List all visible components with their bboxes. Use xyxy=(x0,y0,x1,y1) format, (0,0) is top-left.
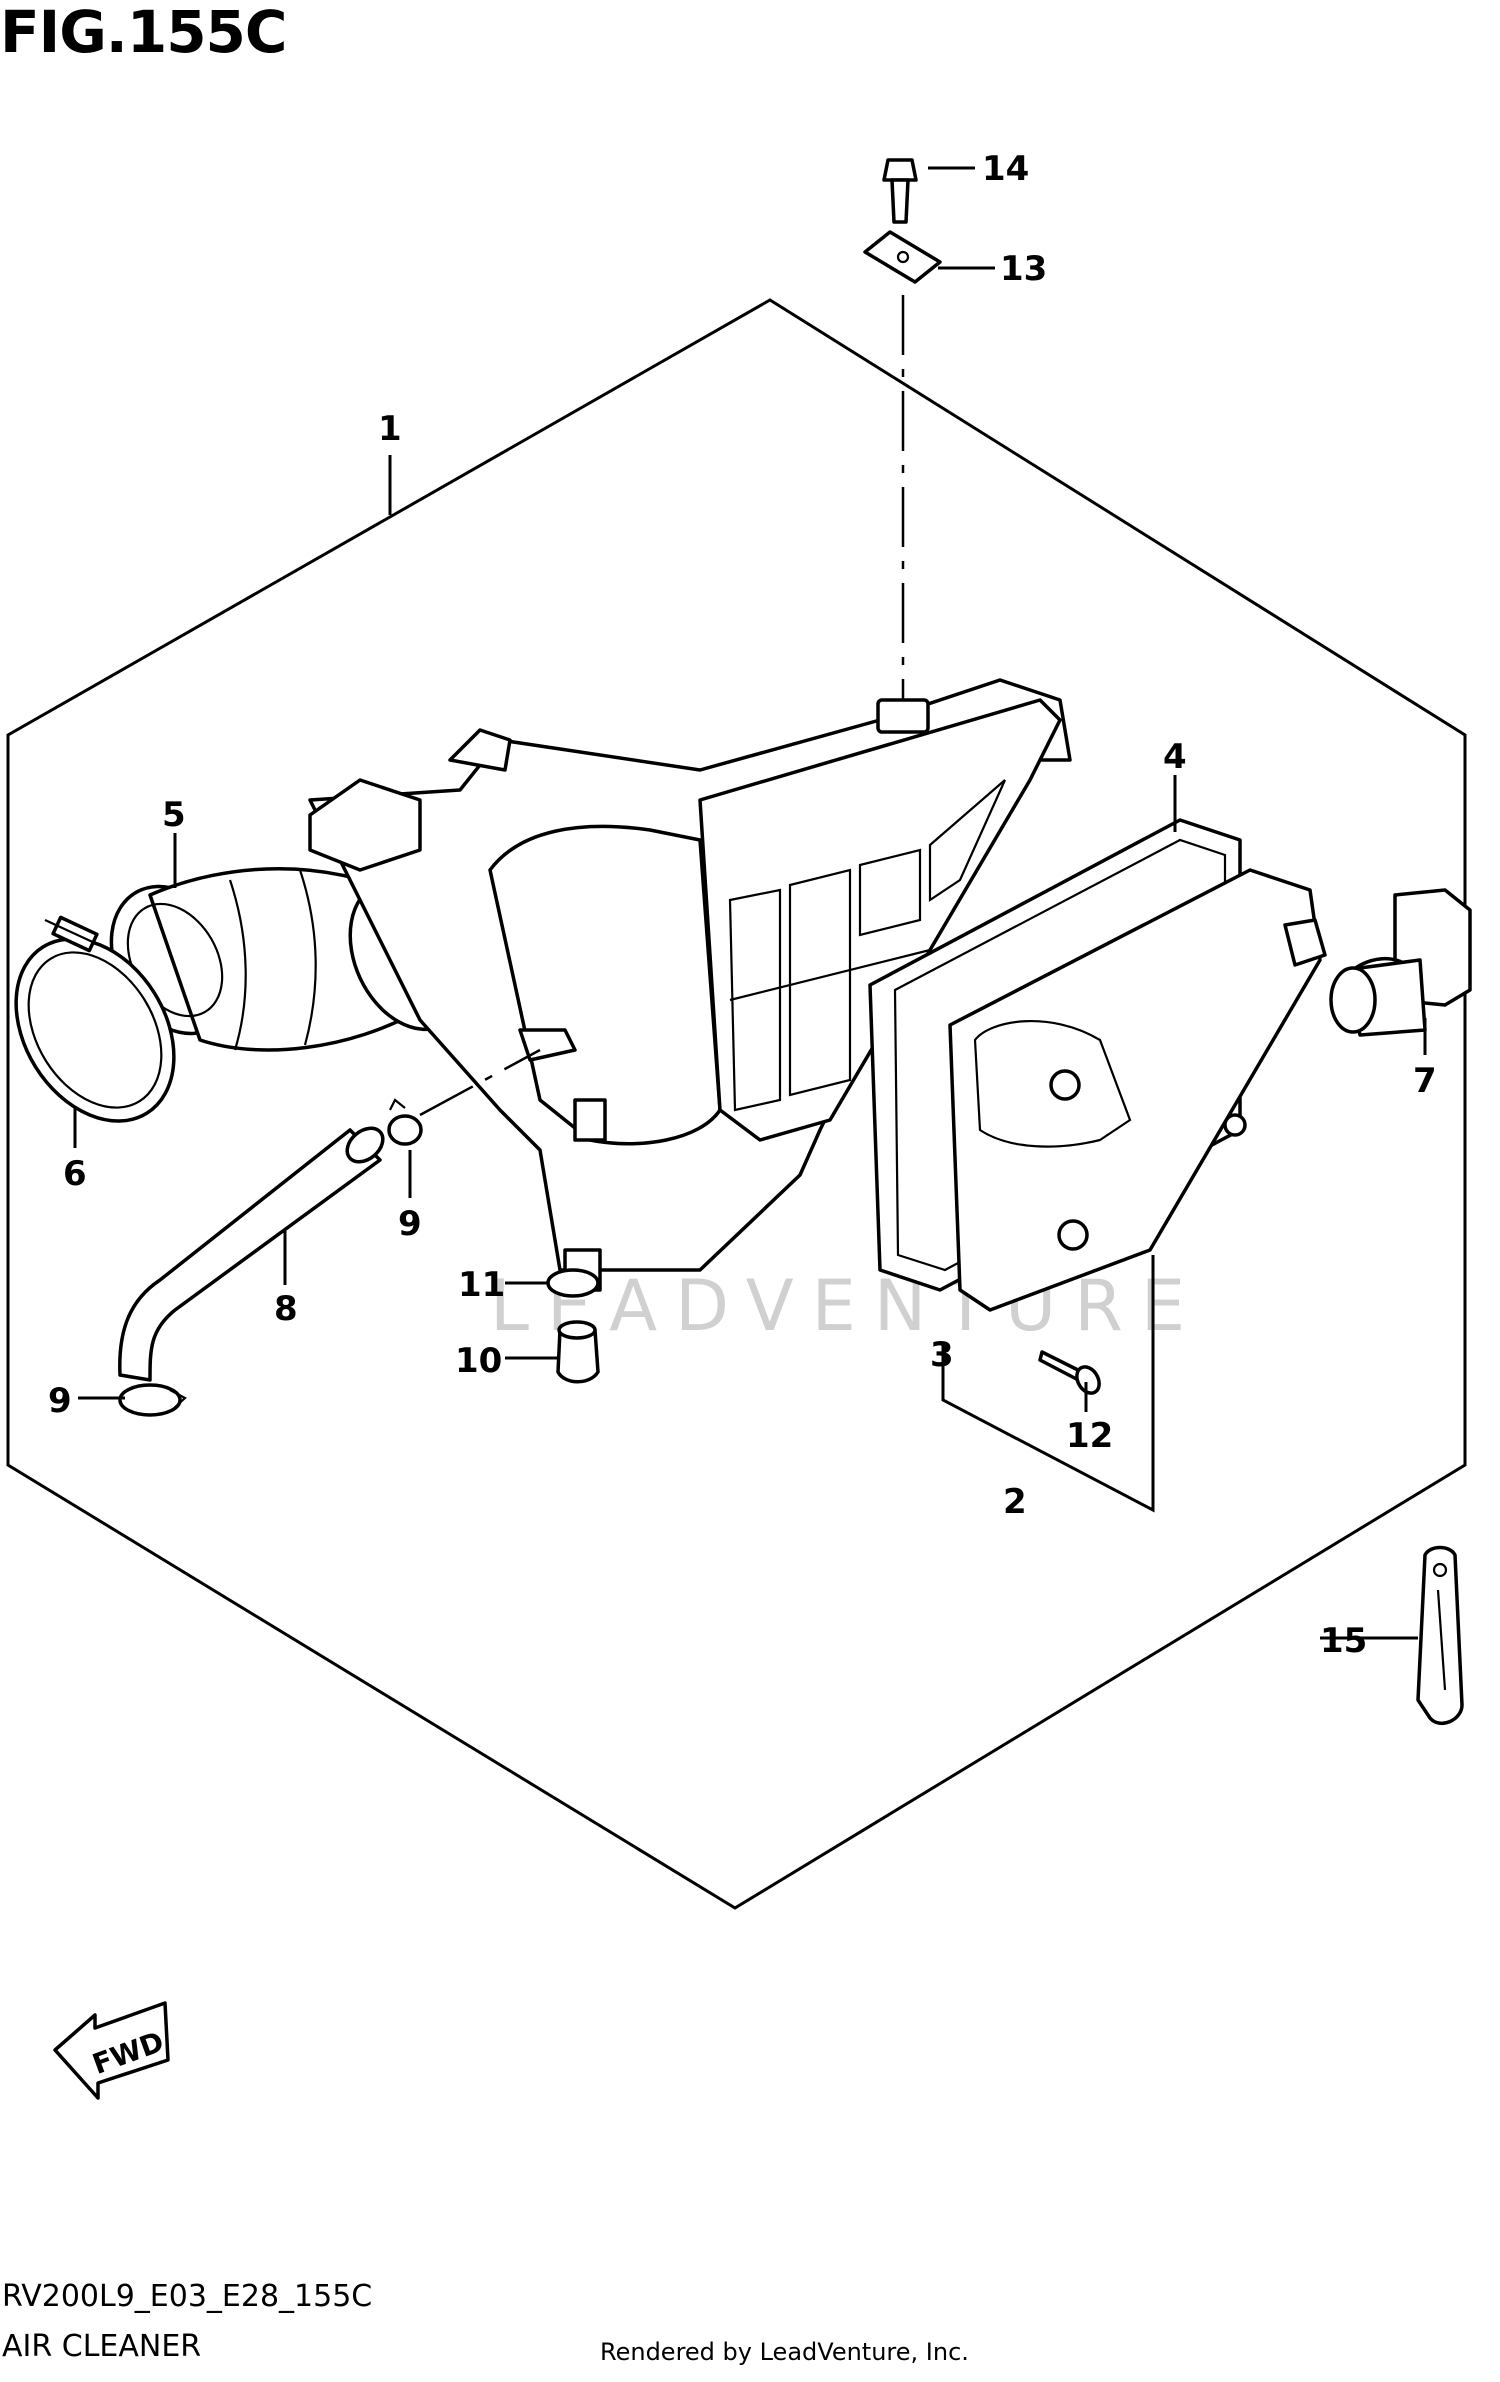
hose-clamp-part[interactable] xyxy=(0,910,206,1150)
callout-8: 8 xyxy=(274,1289,298,1329)
clip-part-lower[interactable] xyxy=(118,1383,187,1417)
callout-9-upper: 9 xyxy=(398,1204,422,1244)
screw-part[interactable] xyxy=(1038,1350,1104,1397)
assembly-outline xyxy=(6,298,1467,1910)
callout-9-lower: 9 xyxy=(48,1381,72,1421)
drain-plug-part[interactable] xyxy=(556,1320,600,1384)
callout-13: 13 xyxy=(1000,249,1047,289)
section-name: AIR CLEANER xyxy=(2,2329,201,2364)
air-cleaner-case[interactable] xyxy=(308,678,1072,1292)
nut-clip-part[interactable] xyxy=(863,230,942,284)
callout-4: 4 xyxy=(1163,737,1187,777)
callout-14: 14 xyxy=(982,149,1029,189)
strap-part[interactable] xyxy=(1416,1545,1464,1725)
figure-title: FIG.155C xyxy=(0,0,286,66)
callout-labels: 1 2 3 4 5 6 7 8 9 9 10 11 12 13 14 15 xyxy=(48,149,1437,1661)
callout-2: 2 xyxy=(1003,1482,1027,1522)
callout-1: 1 xyxy=(378,409,402,449)
fwd-arrow-icon: FWD xyxy=(53,2001,170,2100)
callout-3: 3 xyxy=(930,1335,954,1375)
callout-12: 12 xyxy=(1066,1416,1113,1456)
bolt-part[interactable] xyxy=(882,158,918,224)
drawing-code: RV200L9_E03_E28_155C xyxy=(2,2279,372,2314)
outlet-pipe-part[interactable] xyxy=(1329,888,1472,1037)
air-cleaner-cover[interactable] xyxy=(948,868,1327,1312)
callout-15: 15 xyxy=(1320,1621,1367,1661)
callout-5: 5 xyxy=(162,795,186,835)
callout-6: 6 xyxy=(63,1154,87,1194)
callout-7: 7 xyxy=(1413,1061,1437,1101)
callout-11: 11 xyxy=(458,1265,505,1305)
clamp-part-11[interactable] xyxy=(546,1268,600,1298)
drain-hose-part[interactable] xyxy=(118,1121,390,1382)
leader-lines xyxy=(73,166,1427,1640)
clip-part-upper[interactable] xyxy=(387,1098,423,1146)
callout-10: 10 xyxy=(455,1341,502,1381)
render-credit: Rendered by LeadVenture, Inc. xyxy=(600,2338,969,2366)
